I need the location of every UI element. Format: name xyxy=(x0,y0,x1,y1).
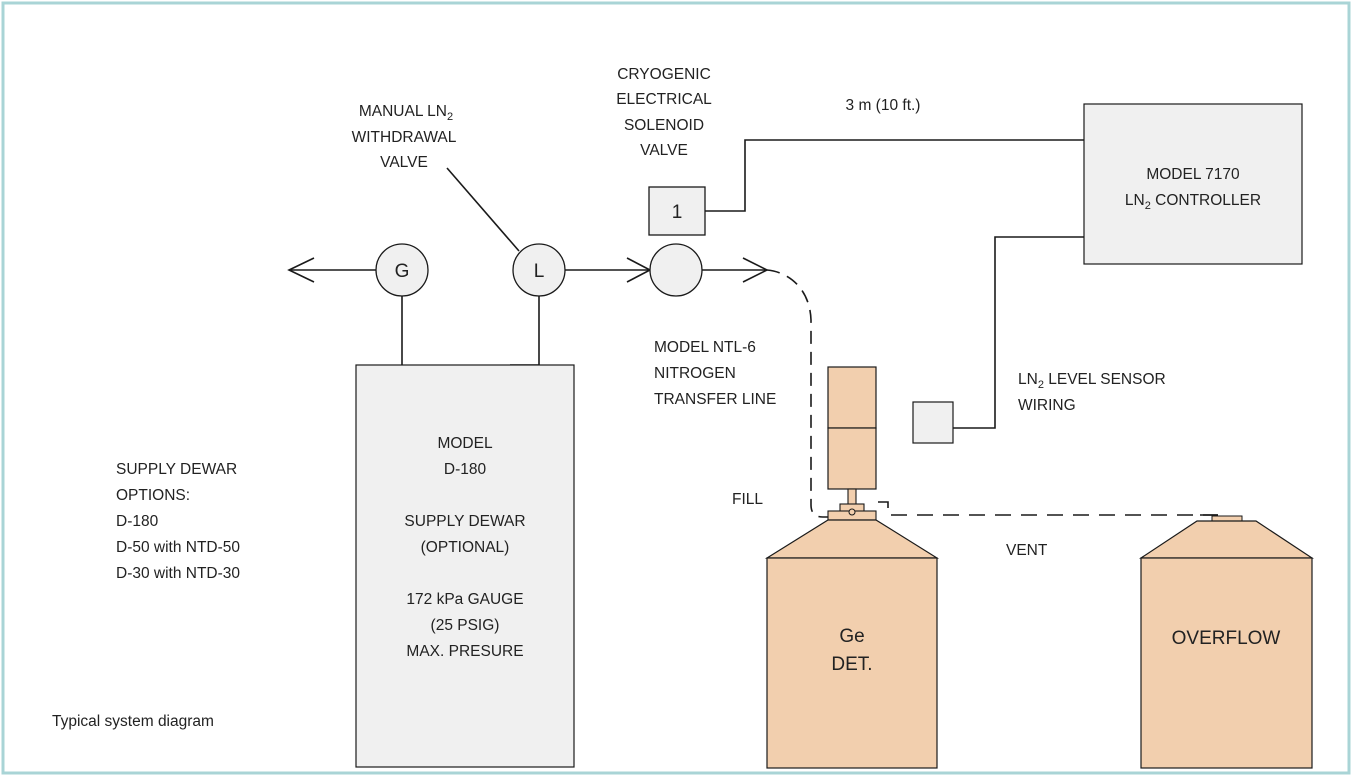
level-sensor-label: LN2 LEVEL SENSOR WIRING xyxy=(1018,371,1166,414)
svg-text:LN2 CONTROLLER: LN2 CONTROLLER xyxy=(1125,192,1261,212)
svg-text:VALVE: VALVE xyxy=(380,154,428,171)
overflow-cap xyxy=(1211,515,1243,522)
svg-text:D-180: D-180 xyxy=(444,461,487,478)
svg-text:D-180: D-180 xyxy=(116,513,159,530)
detector-dipstick-lower xyxy=(827,427,877,490)
svg-text:VALVE: VALVE xyxy=(640,142,688,159)
svg-text:D-30 with NTD-30: D-30 with NTD-30 xyxy=(116,565,240,582)
detector-fill-port xyxy=(848,508,856,516)
vent-line-dashed xyxy=(878,501,1218,516)
svg-text:NITROGEN: NITROGEN xyxy=(654,365,736,382)
svg-text:Ge: Ge xyxy=(839,626,864,647)
svg-text:MODEL NTL-6: MODEL NTL-6 xyxy=(654,339,756,356)
solenoid-cable xyxy=(705,139,1084,212)
detector-dewar-body xyxy=(766,557,938,769)
svg-text:D-50 with NTD-50: D-50 with NTD-50 xyxy=(116,539,240,556)
svg-text:OPTIONS:: OPTIONS: xyxy=(116,487,190,504)
svg-text:(25 PSIG): (25 PSIG) xyxy=(431,617,500,634)
svg-text:(OPTIONAL): (OPTIONAL) xyxy=(421,539,510,556)
svg-text:SUPPLY DEWAR: SUPPLY DEWAR xyxy=(116,461,237,478)
detector-neck xyxy=(847,488,857,506)
fill-label: FILL xyxy=(732,491,763,508)
transfer-line-label: MODEL NTL-6 NITROGEN TRANSFER LINE xyxy=(654,339,776,408)
detector-label: Ge DET. xyxy=(831,626,872,675)
svg-text:WITHDRAWAL: WITHDRAWAL xyxy=(352,129,457,146)
supply-options-label: SUPPLY DEWAR OPTIONS: D-180 D-50 with NT… xyxy=(116,461,240,582)
svg-text:SUPPLY DEWAR: SUPPLY DEWAR xyxy=(404,513,525,530)
overflow-label: OVERFLOW xyxy=(1172,628,1281,649)
dewar-label: MODEL D-180 SUPPLY DEWAR (OPTIONAL) 172 … xyxy=(404,435,525,660)
sensor-wiring xyxy=(953,236,1084,429)
manual-withdrawal-valve xyxy=(512,243,566,297)
svg-text:MODEL 7170: MODEL 7170 xyxy=(1146,166,1240,183)
solenoid-valve xyxy=(649,243,703,297)
gauge-symbol-label: G xyxy=(395,261,410,282)
supply-dewar xyxy=(355,364,575,768)
pressure-gauge xyxy=(375,243,429,297)
svg-text:DET.: DET. xyxy=(831,654,872,675)
svg-text:CRYOGENIC: CRYOGENIC xyxy=(617,66,711,83)
svg-text:ELECTRICAL: ELECTRICAL xyxy=(616,91,712,108)
controller-box xyxy=(1083,103,1303,265)
svg-text:172 kPa GAUGE: 172 kPa GAUGE xyxy=(406,591,523,608)
gauge-outlet-arrowhead xyxy=(287,257,315,283)
transfer-line-dashed xyxy=(766,269,840,518)
solenoid-box-label: 1 xyxy=(672,202,683,223)
level-sensor xyxy=(912,401,954,444)
svg-text:WIRING: WIRING xyxy=(1018,397,1076,414)
cable-length-label: 3 m (10 ft.) xyxy=(846,97,921,114)
manual-valve-leader xyxy=(446,167,520,252)
controller-label: MODEL 7170 LN2 CONTROLLER xyxy=(1125,166,1261,212)
detector-dipstick-upper xyxy=(827,366,877,429)
svg-text:SOLENOID: SOLENOID xyxy=(624,117,704,134)
overflow-dewar-body xyxy=(1140,557,1313,769)
vent-label: VENT xyxy=(1006,542,1048,559)
svg-text:LN2 LEVEL SENSOR: LN2 LEVEL SENSOR xyxy=(1018,371,1166,391)
manual-valve-label: MANUAL LN2 WITHDRAWAL VALVE xyxy=(352,103,457,171)
solenoid-box xyxy=(648,186,706,236)
valve-symbol-label: L xyxy=(534,261,545,282)
solenoid-label: CRYOGENIC ELECTRICAL SOLENOID VALVE xyxy=(616,66,712,159)
diagram-caption: Typical system diagram xyxy=(52,713,214,730)
svg-text:MODEL: MODEL xyxy=(437,435,493,452)
piping xyxy=(287,139,1218,518)
svg-text:MAX. PRESURE: MAX. PRESURE xyxy=(406,643,523,660)
svg-text:TRANSFER LINE: TRANSFER LINE xyxy=(654,391,776,408)
svg-text:MANUAL LN2: MANUAL LN2 xyxy=(359,103,453,123)
